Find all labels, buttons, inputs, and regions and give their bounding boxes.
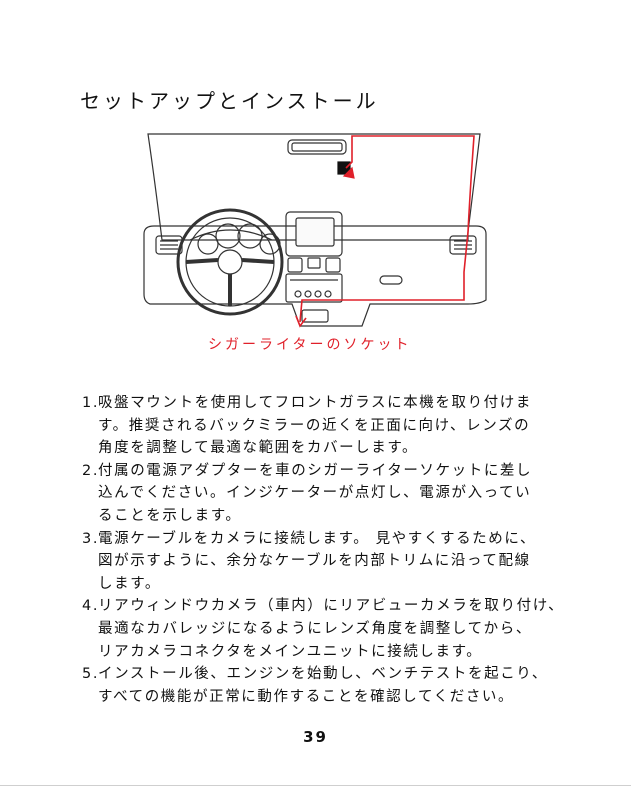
instruction-step: 4. リアウィンドウカメラ（車内）にリアビューカメラを取り付け、 最適なカバレッ… xyxy=(82,595,622,663)
instruction-step: 5. インストール後、エンジンを始動し、ベンチテストを起こり、 すべての機能が正… xyxy=(82,663,622,708)
cable-arrow xyxy=(295,315,307,328)
camera-arrow xyxy=(342,166,355,179)
step-number: 3. xyxy=(82,530,100,547)
step-line: インストール後、エンジンを始動し、ベンチテストを起こり、 xyxy=(98,666,548,683)
power-cable-route xyxy=(299,135,475,323)
rear-view-mirror xyxy=(287,139,347,155)
step-line: 角度を調整して最適な範囲をカバーします。 xyxy=(98,440,419,457)
dashboard-outline xyxy=(143,225,487,327)
page-title: セットアップとインストール xyxy=(80,89,379,114)
glove-box-handle xyxy=(379,275,403,285)
step-number: 2. xyxy=(82,462,100,479)
step-line: 最適なカバレッジになるようにレンズ角度を調整してから、 xyxy=(98,620,532,637)
step-number: 5. xyxy=(82,666,100,683)
step-line: 吸盤マウントを使用してフロントガラスに本機を取り付けま xyxy=(98,395,532,411)
instruction-step: 2. 付属の電源アダプターを車のシガーライターソケットに差し 込んでください。イ… xyxy=(82,460,622,528)
radio-panel xyxy=(285,273,343,303)
step-number: 1. xyxy=(82,395,100,411)
step-line: 電源ケーブルをカメラに接続します。 見やすくするために、 xyxy=(98,530,537,547)
instruction-step: 3. 電源ケーブルをカメラに接続します。 見やすくするために、 図が示すように、… xyxy=(82,528,622,596)
step-line: 込んでください。インジケーターが点灯し、電源が入ってい xyxy=(98,485,532,502)
step-line: リアウィンドウカメラ（車内）にリアビューカメラを取り付け、 xyxy=(98,598,565,615)
step-line: すべての機能が正常に動作することを確認してください。 xyxy=(98,688,515,705)
navigation-screen xyxy=(285,211,343,257)
step-line: します。 xyxy=(98,575,161,592)
page-number: 39 xyxy=(303,728,328,746)
right-air-vent xyxy=(449,235,477,255)
bottom-divider xyxy=(0,785,631,786)
dashboard-illustration xyxy=(143,133,487,328)
instruction-list: 1. 吸盤マウントを使用してフロントガラスに本機を取り付けま す。推奨されるバッ… xyxy=(82,392,622,708)
step-line: リアカメラコネクタをメインユニットに接続します。 xyxy=(98,643,483,660)
figure-caption: シガーライターのソケット xyxy=(208,337,412,353)
step-line: 図が示すように、余分なケーブルを内部トリムに沿って配線 xyxy=(98,553,531,570)
step-number: 4. xyxy=(82,598,100,615)
instrument-cluster xyxy=(189,229,273,241)
step-line: 付属の電源アダプターを車のシガーライターソケットに差し xyxy=(98,462,533,479)
dash-camera-unit xyxy=(337,161,351,175)
cigarette-lighter-socket xyxy=(301,309,329,323)
step-line: ることを示します。 xyxy=(98,507,242,524)
step-line: す。推奨されるバックミラーの近くを正面に向け、レンズの xyxy=(98,417,531,434)
instruction-step: 1. 吸盤マウントを使用してフロントガラスに本機を取り付けま す。推奨されるバッ… xyxy=(82,392,622,460)
steering-wheel xyxy=(176,208,284,316)
